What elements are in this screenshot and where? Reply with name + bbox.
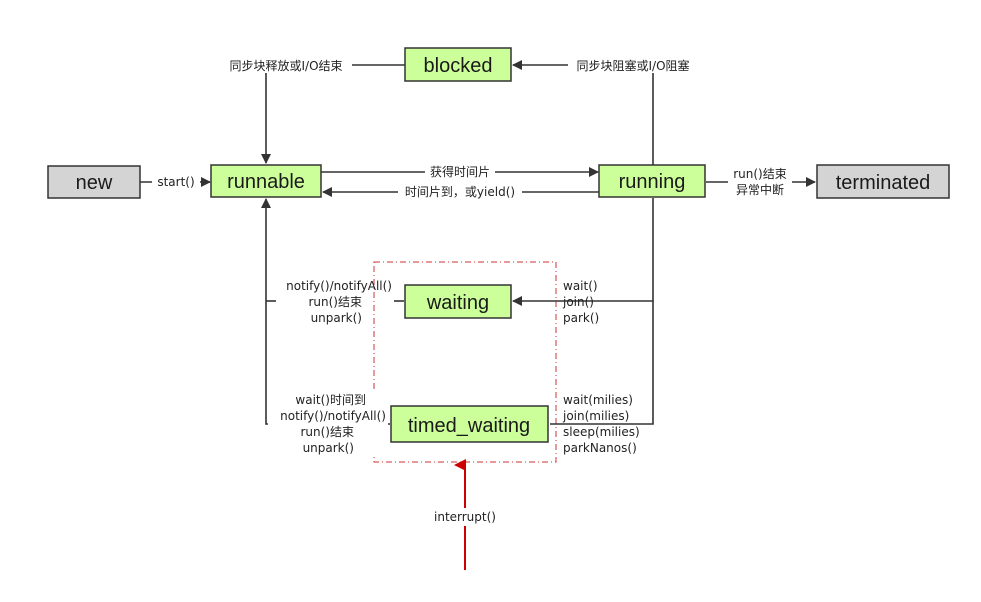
waiting-in-label-3: park() <box>563 311 599 325</box>
timeslice-end-label: 时间片到，或yield() <box>405 185 515 199</box>
state-new: new <box>47 165 141 199</box>
edge-blocked-runnable <box>261 64 405 164</box>
get-timeslice-label: 获得时间片 <box>430 164 490 179</box>
running-blocked-label: 同步块阻塞或I/O阻塞 <box>576 58 689 73</box>
timed-out-label-2: notify()/notifyAll() <box>280 409 386 423</box>
terminate-label-bg <box>728 167 792 197</box>
timeslice-end-label-bg <box>398 184 522 199</box>
waiting-in-label-1: wait() <box>563 279 598 293</box>
timed-out-label-4: unpark() <box>303 441 354 455</box>
start-label-bg <box>152 173 200 189</box>
state-timed-waiting-label: timed_waiting <box>408 415 530 437</box>
interrupt-label: interrupt() <box>434 510 496 524</box>
terminate-label-line1: run()结束 <box>733 167 787 181</box>
terminate-label-line2: 异常中断 <box>736 182 784 197</box>
timed-out-label-1: wait()时间到 <box>295 393 366 407</box>
interrupt-label-bg <box>428 508 502 526</box>
timed-out-label-3: run()结束 <box>300 425 354 439</box>
timed-in-label-2: join(milies) <box>562 409 629 423</box>
edge-running-blocked <box>512 60 654 165</box>
state-timed-waiting: timed_waiting <box>390 405 549 443</box>
waiting-out-label-3: unpark() <box>311 311 362 325</box>
get-timeslice-label-bg <box>425 164 495 179</box>
timed-in-label-4: parkNanos() <box>563 441 637 455</box>
timed-in-label-3: sleep(milies) <box>563 425 640 439</box>
state-runnable: runnable <box>210 164 322 198</box>
state-terminated-label: terminated <box>836 172 931 194</box>
state-waiting-label: waiting <box>426 292 489 314</box>
state-blocked: blocked <box>404 47 512 82</box>
state-new-label: new <box>76 172 113 194</box>
start-label: start() <box>157 175 194 189</box>
waiting-in-label-2: join() <box>562 295 594 309</box>
running-blocked-label-bg <box>568 57 698 73</box>
state-blocked-label: blocked <box>424 55 493 77</box>
waiting-out-label-2: run()结束 <box>308 295 362 309</box>
blocked-release-label-bg <box>220 57 352 73</box>
state-terminated: terminated <box>816 164 950 199</box>
state-runnable-label: runnable <box>227 171 305 193</box>
timed-in-label-1: wait(milies) <box>563 393 633 407</box>
timed-out-label-bg <box>268 392 388 456</box>
waiting-out-label-1: notify()/notifyAll() <box>286 279 392 293</box>
state-running-label: running <box>619 171 686 193</box>
state-waiting: waiting <box>404 284 512 319</box>
edge-running-timed <box>550 301 654 425</box>
blocked-release-label: 同步块释放或I/O结束 <box>229 58 342 73</box>
state-running: running <box>598 164 706 198</box>
